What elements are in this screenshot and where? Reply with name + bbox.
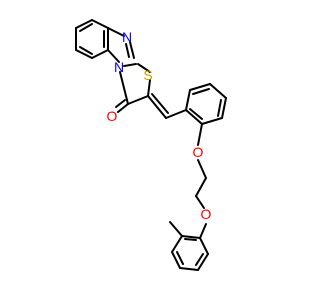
bond xyxy=(221,97,227,119)
bond xyxy=(75,49,93,59)
bond xyxy=(91,19,109,29)
atom-label-o: O xyxy=(107,108,118,124)
bond xyxy=(127,95,149,105)
bond xyxy=(195,195,205,209)
bond xyxy=(137,63,151,73)
bond xyxy=(185,89,191,111)
bond xyxy=(195,253,204,266)
bond xyxy=(199,223,207,239)
bond xyxy=(195,177,207,197)
bond xyxy=(201,117,223,125)
bond xyxy=(151,93,169,114)
bond xyxy=(192,88,210,95)
atom-label-n: N xyxy=(114,59,124,75)
bond xyxy=(91,49,109,59)
bond xyxy=(125,43,130,58)
bond xyxy=(189,83,211,91)
bond xyxy=(197,159,207,179)
bond-group xyxy=(75,19,227,271)
bond xyxy=(79,23,93,32)
bond xyxy=(209,83,227,99)
bond xyxy=(171,235,183,253)
bond xyxy=(165,109,187,119)
structure-canvas: N N S O O O xyxy=(75,19,227,271)
bond xyxy=(171,251,181,269)
bond xyxy=(117,103,129,113)
atom-label-o: O xyxy=(193,144,204,160)
bond xyxy=(147,95,167,119)
bond xyxy=(115,99,126,108)
atom-label-n: N xyxy=(122,29,132,45)
bond xyxy=(197,123,203,146)
bond xyxy=(107,27,125,37)
bond xyxy=(147,79,151,97)
bond xyxy=(185,109,203,125)
bond xyxy=(181,235,201,239)
atom-label-group: N N S O O O xyxy=(107,29,212,222)
bond xyxy=(197,253,209,271)
bond xyxy=(189,108,203,120)
bond xyxy=(129,41,135,59)
bond xyxy=(179,267,199,271)
bond xyxy=(75,19,93,29)
atom-label-o: O xyxy=(201,206,212,222)
molecule-diagram: N N S O O O xyxy=(75,19,227,271)
bond xyxy=(176,251,184,265)
bond xyxy=(184,238,197,241)
bond xyxy=(79,46,93,55)
atom-label-s: S xyxy=(143,67,152,83)
bond xyxy=(123,63,137,67)
bond xyxy=(199,237,209,255)
bond xyxy=(107,49,120,63)
bond xyxy=(169,221,183,237)
bond xyxy=(119,71,129,105)
bond xyxy=(217,99,222,117)
